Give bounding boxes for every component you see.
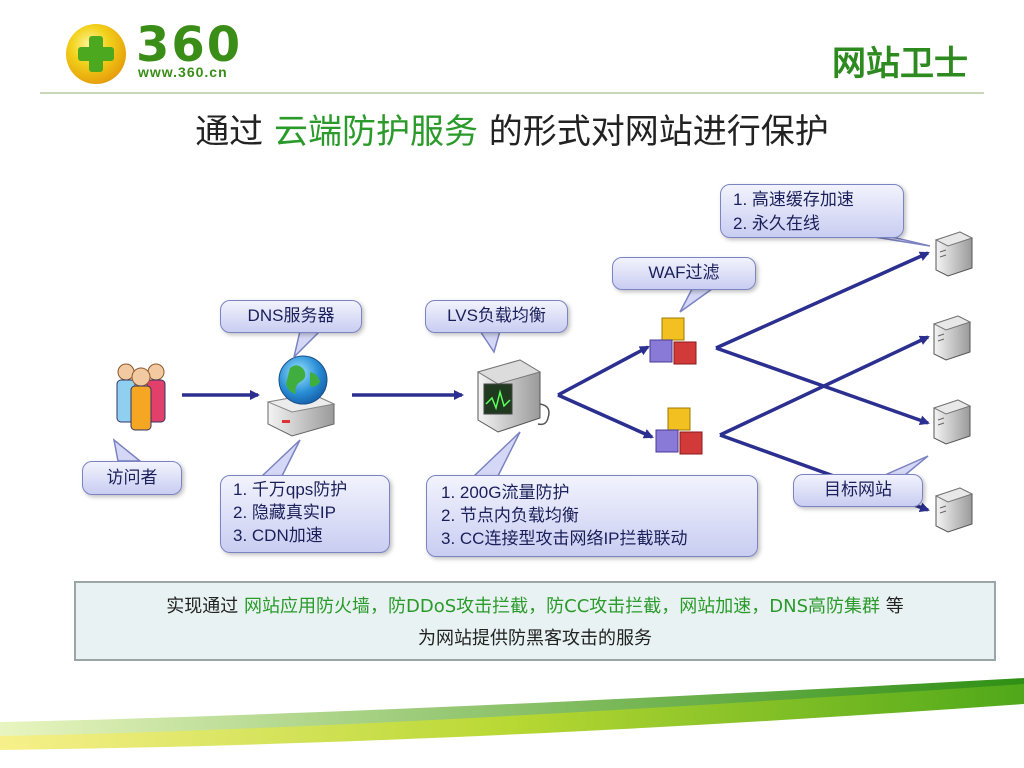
cache-callout: 1. 高速缓存加速 2. 永久在线 bbox=[720, 184, 904, 238]
dns-features-callout: 1. 千万qps防护 2. 隐藏真实IP 3. CDN加速 bbox=[220, 475, 390, 553]
lvs-label: LVS负载均衡 bbox=[447, 306, 546, 325]
visitor-label: 访问者 bbox=[106, 468, 158, 487]
target-label: 目标网站 bbox=[824, 480, 892, 499]
arrow-lvs-waf2 bbox=[557, 393, 654, 439]
flow-arrows bbox=[182, 251, 930, 512]
summary-prefix: 实现通过 bbox=[166, 596, 244, 617]
lvs-feature-1: 1. 200G流量防护 bbox=[441, 483, 570, 502]
summary-highlight: 网站应用防火墙，防DDoS攻击拦截，防CC攻击拦截，网站加速，DNS高防集群 bbox=[243, 596, 881, 617]
arrow-waf2-server2 bbox=[719, 335, 930, 437]
logo-number: 360 bbox=[136, 17, 243, 73]
summary-box: 实现通过 网站应用防火墙，防DDoS攻击拦截，防CC攻击拦截，网站加速，DNS高… bbox=[74, 581, 996, 661]
footer-swoosh bbox=[0, 678, 1024, 768]
people-group-icon bbox=[116, 363, 166, 431]
globe-server-icon bbox=[266, 355, 336, 437]
arrow-lvs-waf1 bbox=[557, 345, 650, 397]
summary-line-2: 为网站提供防黑客攻击的服务 bbox=[418, 628, 652, 649]
header-divider bbox=[40, 92, 984, 94]
callout-tails bbox=[112, 235, 931, 477]
summary-suffix: 等 bbox=[880, 596, 904, 617]
dns-callout: DNS服务器 bbox=[220, 300, 362, 333]
dns-feature-2: 2. 隐藏真实IP bbox=[233, 503, 336, 522]
dns-label: DNS服务器 bbox=[247, 306, 335, 325]
logo-plus-icon-vertical bbox=[89, 36, 103, 72]
page-title: 通过 云端防护服务 的形式对网站进行保护 bbox=[0, 104, 1024, 153]
target-callout: 目标网站 bbox=[793, 474, 923, 507]
lvs-feature-2: 2. 节点内负载均衡 bbox=[441, 506, 579, 525]
waf-callout: WAF过滤 bbox=[612, 257, 756, 290]
title-prefix: 通过 bbox=[195, 112, 274, 152]
lvs-callout: LVS负载均衡 bbox=[425, 300, 568, 333]
logo-url: www.360.cn bbox=[138, 64, 228, 80]
summary-line-1: 实现通过 网站应用防火墙，防DDoS攻击拦截，防CC攻击拦截，网站加速，DNS高… bbox=[76, 591, 994, 623]
title-suffix: 的形式对网站进行保护 bbox=[478, 112, 829, 152]
monitor-server-icon bbox=[476, 359, 550, 433]
lvs-feature-3: 3. CC连接型攻击网络IP拦截联动 bbox=[441, 529, 688, 548]
lvs-features-callout: 1. 200G流量防护 2. 节点内负载均衡 3. CC连接型攻击网络IP拦截联… bbox=[426, 475, 758, 557]
cache-line-2: 2. 永久在线 bbox=[733, 214, 820, 233]
arrow-waf1-server1 bbox=[715, 251, 930, 350]
server-tower-icon bbox=[932, 231, 974, 533]
brand-title: 网站卫士 bbox=[832, 44, 968, 84]
visitor-callout: 访问者 bbox=[82, 461, 182, 495]
title-highlight: 云端防护服务 bbox=[274, 112, 478, 152]
dns-feature-1: 1. 千万qps防护 bbox=[233, 480, 348, 499]
cubes-icon bbox=[649, 317, 703, 455]
dns-feature-3: 3. CDN加速 bbox=[233, 526, 323, 545]
waf-label: WAF过滤 bbox=[648, 263, 720, 282]
cache-line-1: 1. 高速缓存加速 bbox=[733, 190, 854, 209]
